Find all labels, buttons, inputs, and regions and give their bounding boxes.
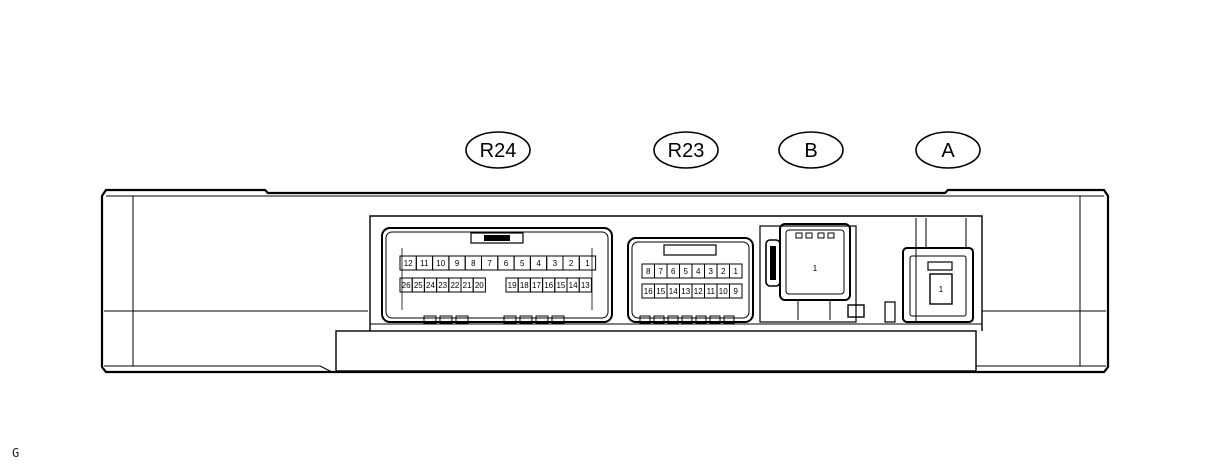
r23-pin-7: 7 [659, 267, 664, 276]
label-r23-text: R23 [668, 140, 705, 162]
r23-pin-14: 14 [669, 287, 678, 296]
r24-pin-17: 17 [532, 281, 541, 290]
r23-pin-15: 15 [656, 287, 665, 296]
r23-pin-3: 3 [709, 267, 714, 276]
a-pin-1: 1 [939, 285, 944, 294]
r23-pin-11: 11 [707, 287, 716, 296]
r24-pin-25: 25 [414, 281, 423, 290]
r24-pin-22: 22 [450, 281, 459, 290]
r23-pin-1: 1 [734, 267, 739, 276]
label-b: B [778, 131, 844, 169]
label-r24: R24 [465, 131, 531, 169]
r23-pin-5: 5 [684, 267, 689, 276]
r24-pin-21: 21 [463, 281, 472, 290]
r23-pin-4: 4 [696, 267, 701, 276]
r23-pin-10: 10 [719, 287, 728, 296]
r24-pin-4: 4 [536, 259, 541, 268]
label-r23: R23 [653, 131, 719, 169]
r24-pin-7: 7 [487, 259, 492, 268]
footer-code: G [12, 446, 20, 460]
r24-pin-1: 1 [585, 259, 590, 268]
r24-pin-3: 3 [553, 259, 558, 268]
r24-cell-13 [578, 277, 592, 293]
r23-pin-12: 12 [694, 287, 703, 296]
r24-pin-13: 13 [581, 281, 590, 290]
r24-pin-18: 18 [520, 281, 529, 290]
r24-cell-1 [578, 255, 597, 271]
r24-pin-20: 20 [475, 281, 484, 290]
label-r24-text: R24 [480, 140, 517, 162]
r24-pin-8: 8 [471, 259, 476, 268]
r23-cell-1 [729, 263, 743, 279]
r24-pin-23: 23 [438, 281, 447, 290]
r24-pin-16: 16 [544, 281, 553, 290]
connector-b: 1 [759, 223, 896, 323]
r24-pin-5: 5 [520, 259, 525, 268]
r23-pin-8: 8 [646, 267, 651, 276]
r24-pin-9: 9 [455, 259, 460, 268]
r24-pin-15: 15 [556, 281, 565, 290]
r24-pin-24: 24 [426, 281, 435, 290]
r23-pin-6: 6 [671, 267, 676, 276]
r24-pin-10: 10 [436, 259, 445, 268]
r23-pin-16: 16 [644, 287, 653, 296]
r24-pin-26: 26 [402, 281, 411, 290]
label-b-text: B [804, 140, 817, 162]
b-pin-1: 1 [813, 264, 818, 273]
label-a: A [915, 131, 981, 169]
r24-pin-14: 14 [569, 281, 578, 290]
r24-cell-20 [472, 277, 486, 293]
connector-a: 1 [902, 218, 974, 323]
r23-pin-9: 9 [734, 287, 739, 296]
unit-housing [100, 188, 1110, 374]
r24-pin-12: 12 [404, 259, 413, 268]
r24-pin-6: 6 [504, 259, 509, 268]
r23-cell-9 [729, 283, 743, 299]
r23-pin-2: 2 [721, 267, 726, 276]
r24-pin-2: 2 [569, 259, 574, 268]
r23-pin-13: 13 [681, 287, 690, 296]
r24-pin-19: 19 [508, 281, 517, 290]
r24-pin-11: 11 [420, 259, 429, 268]
label-a-text: A [941, 140, 955, 162]
